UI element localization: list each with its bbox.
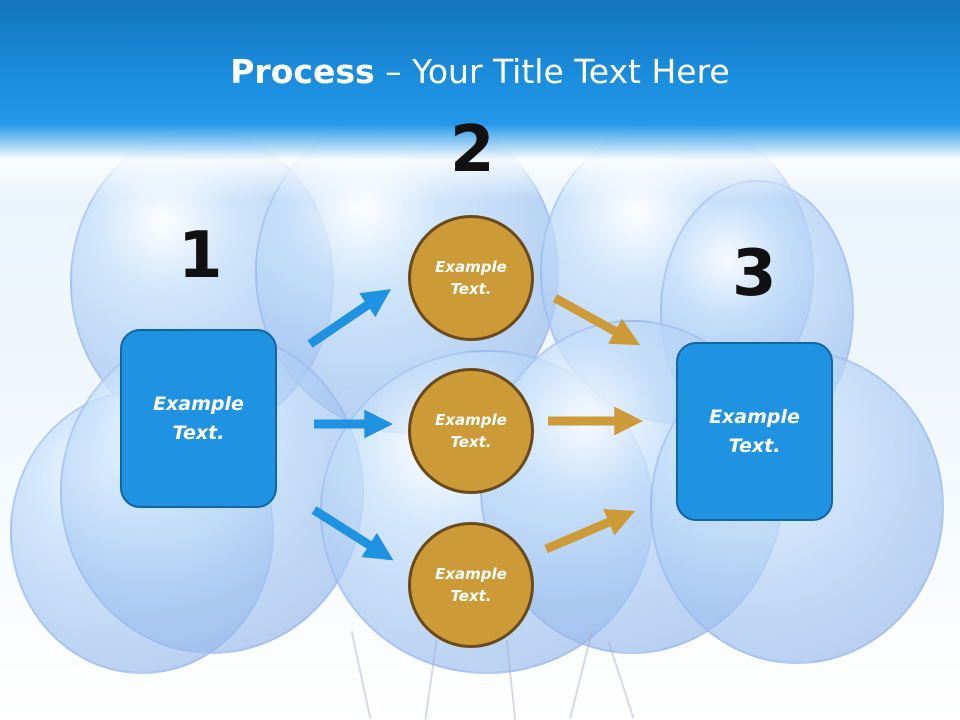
- step-2-circle-middle: Example Text.: [408, 368, 534, 494]
- arrow-left-to-bottom: [311, 506, 394, 561]
- header-band: [0, 0, 960, 200]
- step-1-box: Example Text.: [120, 329, 277, 508]
- slide-title: Process – Your Title Text Here: [0, 52, 960, 91]
- arrow-top-to-right: [552, 294, 641, 346]
- circle-bottom-label: Example Text.: [435, 564, 507, 606]
- circle-top-label: Example Text.: [435, 257, 507, 299]
- step-number-2: 2: [450, 113, 495, 187]
- step-3-label: Example Text.: [709, 406, 800, 457]
- step-number-1: 1: [178, 219, 223, 293]
- step-2-circle-top: Example Text.: [408, 215, 534, 341]
- step-2-circle-bottom: Example Text.: [408, 522, 534, 648]
- circle-middle-label: Example Text.: [435, 410, 507, 452]
- arrow-bottom-to-right: [544, 509, 636, 554]
- arrow-left-to-top: [307, 289, 392, 348]
- step-1-label: Example Text.: [153, 393, 244, 444]
- title-bold: Process: [230, 52, 375, 91]
- title-rest: – Your Title Text Here: [374, 52, 730, 91]
- step-3-box: Example Text.: [676, 342, 833, 521]
- step-number-3: 3: [732, 237, 777, 311]
